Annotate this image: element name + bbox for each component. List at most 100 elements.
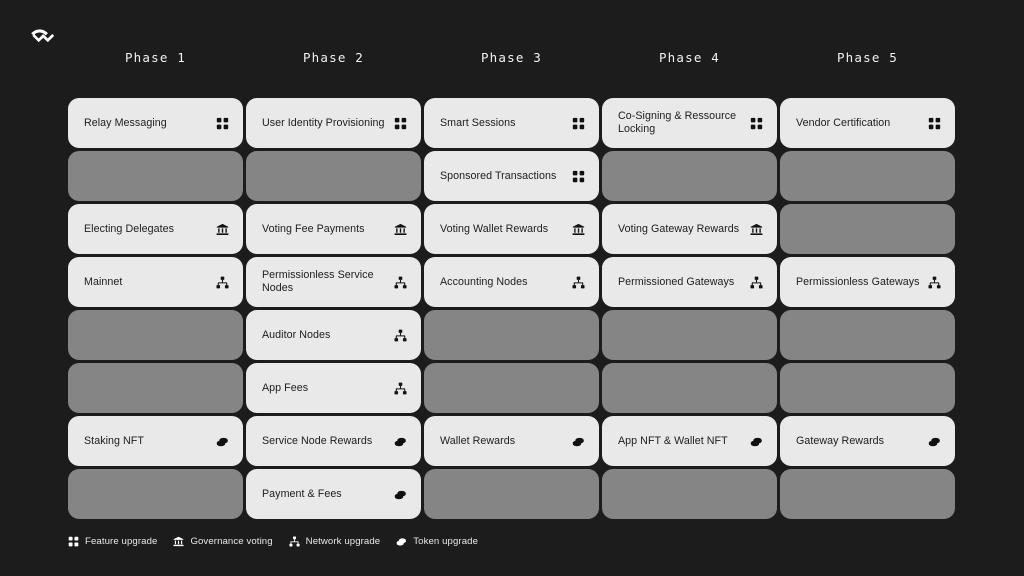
- feature-upgrade-icon: [572, 170, 585, 183]
- legend-label: Token upgrade: [413, 536, 479, 547]
- roadmap-card[interactable]: Smart Sessions: [424, 98, 599, 148]
- roadmap-card-label: Sponsored Transactions: [440, 169, 557, 182]
- roadmap-card[interactable]: Voting Fee Payments: [246, 204, 421, 254]
- legend-item: Network upgrade: [289, 536, 381, 547]
- roadmap-card-placeholder: [424, 469, 599, 519]
- roadmap-grid: Relay Messaging User Identity Provisionin…: [68, 98, 955, 519]
- roadmap-card-placeholder: [780, 151, 955, 201]
- governance-voting-icon: [394, 223, 407, 236]
- legend-item: Governance voting: [173, 536, 273, 547]
- feature-upgrade-icon: [68, 536, 79, 547]
- roadmap-card-placeholder: [424, 310, 599, 360]
- roadmap-card-placeholder: [68, 469, 243, 519]
- roadmap-card-label: Permissionless Gateways: [796, 275, 920, 288]
- governance-voting-icon: [173, 536, 184, 547]
- roadmap-card-placeholder: [68, 310, 243, 360]
- walletconnect-logo: [28, 25, 62, 49]
- roadmap-card-placeholder: [602, 310, 777, 360]
- roadmap-card-placeholder: [780, 310, 955, 360]
- network-upgrade-icon: [394, 382, 407, 395]
- roadmap-card-label: Relay Messaging: [84, 116, 167, 129]
- legend-label: Governance voting: [190, 536, 273, 547]
- roadmap-card-placeholder: [424, 363, 599, 413]
- roadmap-card[interactable]: Electing Delegates: [68, 204, 243, 254]
- roadmap-card[interactable]: Accounting Nodes: [424, 257, 599, 307]
- roadmap-card[interactable]: Service Node Rewards: [246, 416, 421, 466]
- token-upgrade-icon: [396, 536, 407, 547]
- legend-item: Feature upgrade: [68, 536, 157, 547]
- roadmap-card-label: Auditor Nodes: [262, 328, 331, 341]
- roadmap-card-label: App Fees: [262, 381, 309, 394]
- roadmap-card-label: Payment & Fees: [262, 487, 342, 500]
- roadmap-card[interactable]: Wallet Rewards: [424, 416, 599, 466]
- roadmap-card[interactable]: Vendor Certification: [780, 98, 955, 148]
- governance-voting-icon: [572, 223, 585, 236]
- roadmap-card[interactable]: Voting Gateway Rewards: [602, 204, 777, 254]
- roadmap-card-placeholder: [602, 151, 777, 201]
- feature-upgrade-icon: [750, 117, 763, 130]
- feature-upgrade-icon: [928, 117, 941, 130]
- roadmap-card-placeholder: [246, 151, 421, 201]
- roadmap-card-placeholder: [68, 363, 243, 413]
- roadmap-card-label: App NFT & Wallet NFT: [618, 434, 728, 447]
- roadmap-card-label: Accounting Nodes: [440, 275, 528, 288]
- roadmap-card-label: Voting Gateway Rewards: [618, 222, 740, 235]
- roadmap-card-placeholder: [68, 151, 243, 201]
- roadmap-card-label: Co-Signing & Ressource Locking: [618, 110, 737, 135]
- roadmap-card-label: Mainnet: [84, 275, 123, 288]
- roadmap-card-label: Gateway Rewards: [796, 434, 885, 447]
- roadmap-card[interactable]: Permissioned Gateways: [602, 257, 777, 307]
- network-upgrade-icon: [572, 276, 585, 289]
- roadmap-card-placeholder: [780, 469, 955, 519]
- roadmap-card[interactable]: App Fees: [246, 363, 421, 413]
- roadmap-card-placeholder: [780, 204, 955, 254]
- roadmap-card-label: User Identity Provisioning: [262, 116, 385, 129]
- roadmap-card-label: Service Node Rewards: [262, 434, 373, 447]
- roadmap-card[interactable]: Relay Messaging: [68, 98, 243, 148]
- roadmap-card[interactable]: Mainnet: [68, 257, 243, 307]
- roadmap-card[interactable]: Voting Wallet Rewards: [424, 204, 599, 254]
- roadmap-card-label: Electing Delegates: [84, 222, 175, 235]
- roadmap-card-label: Vendor Certification: [796, 116, 891, 129]
- network-upgrade-icon: [216, 276, 229, 289]
- legend-label: Feature upgrade: [85, 536, 158, 547]
- phase-header: Phase 3: [480, 50, 543, 65]
- feature-upgrade-icon: [216, 117, 229, 130]
- roadmap-card[interactable]: Co-Signing & Ressource Locking: [602, 98, 777, 148]
- network-upgrade-icon: [928, 276, 941, 289]
- roadmap-card-label: Wallet Rewards: [440, 434, 516, 447]
- governance-voting-icon: [750, 223, 763, 236]
- token-upgrade-icon: [394, 488, 407, 501]
- phase-header: Phase 1: [124, 50, 187, 65]
- roadmap-card[interactable]: Gateway Rewards: [780, 416, 955, 466]
- roadmap-card[interactable]: Payment & Fees: [246, 469, 421, 519]
- roadmap-card[interactable]: Permissionless Gateways: [780, 257, 955, 307]
- phase-header: Phase 2: [302, 50, 365, 65]
- roadmap-card[interactable]: Auditor Nodes: [246, 310, 421, 360]
- roadmap-card-placeholder: [602, 469, 777, 519]
- roadmap-card-label: Voting Fee Payments: [262, 222, 365, 235]
- roadmap-card-label: Smart Sessions: [440, 116, 516, 129]
- phase-header-row: Phase 1 Phase 2 Phase 3 Phase 4 Phase 5: [68, 50, 955, 65]
- roadmap-card-label: Permissionless Service Nodes: [262, 269, 374, 294]
- phase-header: Phase 5: [836, 50, 899, 65]
- token-upgrade-icon: [750, 435, 763, 448]
- roadmap-card-label: Voting Wallet Rewards: [440, 222, 549, 235]
- roadmap-card-label: Staking NFT: [84, 434, 144, 447]
- roadmap-card[interactable]: Permissionless Service Nodes: [246, 257, 421, 307]
- network-upgrade-icon: [750, 276, 763, 289]
- roadmap-card[interactable]: Sponsored Transactions: [424, 151, 599, 201]
- roadmap-card[interactable]: App NFT & Wallet NFT: [602, 416, 777, 466]
- token-upgrade-icon: [572, 435, 585, 448]
- roadmap-card-placeholder: [602, 363, 777, 413]
- roadmap-card-placeholder: [780, 363, 955, 413]
- network-upgrade-icon: [394, 329, 407, 342]
- roadmap-card[interactable]: Staking NFT: [68, 416, 243, 466]
- legend-item: Token upgrade: [396, 536, 478, 547]
- token-upgrade-icon: [394, 435, 407, 448]
- feature-upgrade-icon: [572, 117, 585, 130]
- legend: Feature upgrade Governance voting Network …: [68, 536, 478, 547]
- roadmap-card[interactable]: User Identity Provisioning: [246, 98, 421, 148]
- network-upgrade-icon: [394, 276, 407, 289]
